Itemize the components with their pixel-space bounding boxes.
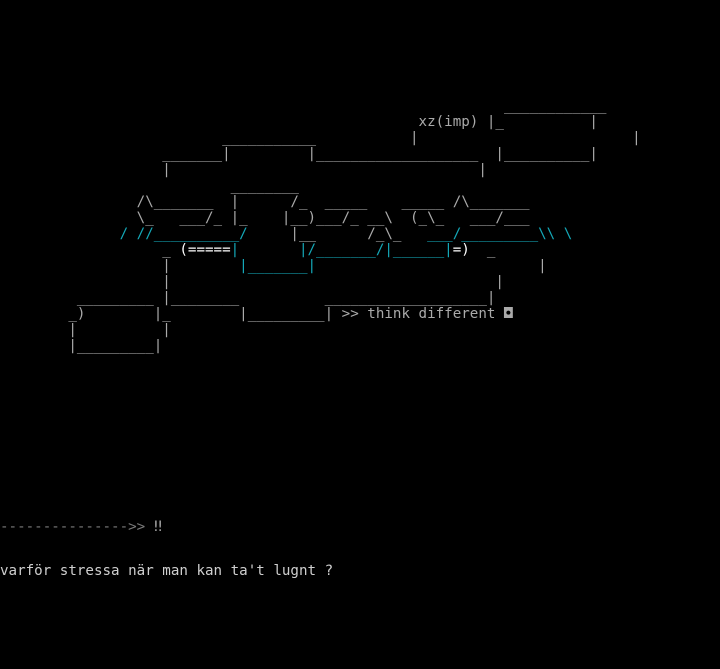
- art-line: _) |_ |_________| >> think different ◘: [0, 306, 641, 322]
- art-seg: =): [452, 242, 470, 258]
- credit-label: xz(imp): [418, 114, 479, 130]
- smiley-icon: ◘: [495, 306, 513, 322]
- art-seg: |: [316, 258, 547, 274]
- art-seg: _: [469, 242, 496, 258]
- art-line: ____________: [0, 98, 641, 114]
- art-seg: \_ ___/_ |_ |__)___/_ __\ (_\_ ___/___: [0, 210, 530, 226]
- art-line: | |: [0, 274, 641, 290]
- art-seg: ____________: [0, 98, 607, 114]
- art-line: _ (=====| |/_______/|______|=) _: [0, 242, 641, 258]
- art-line: / //__________/ |__ /_\_ ___/_________\\…: [0, 226, 641, 242]
- art-seg: _________ |________ ___________________|: [0, 290, 496, 306]
- ascii-logo: ____________ xz(imp) |_ | ___________ | …: [0, 98, 641, 354]
- art-line: xz(imp) |_ |: [0, 114, 641, 130]
- art-seg: |/_______/|______|: [298, 242, 453, 258]
- art-seg: |__ /_\_: [247, 226, 428, 242]
- art-line: /\_______ | /_ _____ _____ /\_______: [0, 194, 641, 210]
- art-line: \_ ___/_ |_ |__)___/_ __\ (_\_ ___/___: [0, 210, 641, 226]
- art-seg: _______| |___________________ |_________…: [0, 146, 598, 162]
- art-seg: |: [230, 242, 240, 258]
- art-seg: ___/_________\\ \: [427, 226, 573, 242]
- art-seg: | |: [0, 162, 487, 178]
- art-seg: |: [0, 258, 240, 274]
- art-seg: __________/: [153, 226, 248, 242]
- art-seg: |_______|: [239, 258, 317, 274]
- art-line: | |: [0, 322, 641, 338]
- art-seg: | |: [0, 274, 504, 290]
- art-line: ___________ | |: [0, 130, 641, 146]
- double-exclamation-icon: ‼: [153, 519, 163, 535]
- art-seg: _) |_ |_________|: [0, 306, 342, 322]
- separator-arrows: >>: [128, 519, 146, 535]
- quote-text: varför stressa när man kan ta't lugnt ?: [0, 563, 334, 579]
- art-seg: _: [0, 242, 180, 258]
- separator-dashes: ---------------: [0, 519, 129, 535]
- art-seg: ________: [0, 178, 299, 194]
- art-line: ________: [0, 178, 641, 194]
- tagline: think different: [367, 306, 496, 322]
- art-line: | |_______| |: [0, 258, 641, 274]
- separator-line: --------------->> ‼: [0, 519, 162, 535]
- art-seg: / //: [0, 226, 154, 242]
- art-seg: [0, 114, 419, 130]
- art-seg: | |: [0, 322, 171, 338]
- art-line: _______| |___________________ |_________…: [0, 146, 641, 162]
- art-line: _________ |________ ___________________|: [0, 290, 641, 306]
- art-seg: |_ |: [478, 114, 598, 130]
- art-seg: [239, 242, 299, 258]
- art-seg: |_________|: [0, 338, 163, 354]
- art-seg: >>: [341, 306, 368, 322]
- art-seg: ___________ | |: [0, 130, 641, 146]
- art-line: |_________|: [0, 338, 641, 354]
- art-line: | |: [0, 162, 641, 178]
- art-seg: (=====: [179, 242, 231, 258]
- art-seg: /\_______ | /_ _____ _____ /\_______: [0, 194, 530, 210]
